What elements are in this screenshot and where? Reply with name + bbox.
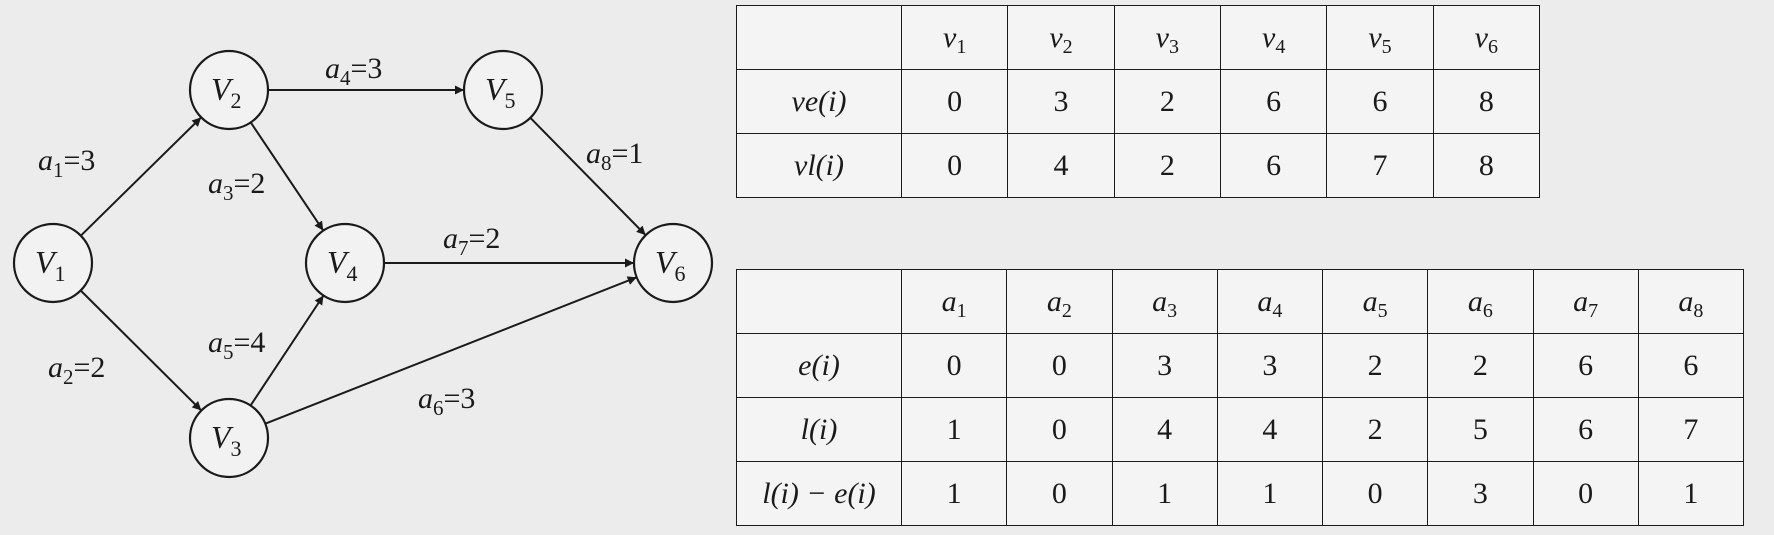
edge-label-a3: a3=2 [208,167,265,205]
activity-table-col-a4: a4 [1216,269,1324,334]
activity-table-col-a7: a7 [1532,269,1639,334]
edge-a3 [249,121,325,232]
activity-table-cell: 1 [1216,461,1324,526]
activity-table-cell: 1 [900,461,1008,526]
activity-table-cell: 6 [1532,397,1639,462]
activity-table-cell: 0 [1532,461,1639,526]
activity-table-row-label: l(i) − e(i) [736,461,902,526]
activity-table-cell: 3 [1111,333,1218,398]
vertex-table-cell: 0 [900,133,1009,198]
edge-label-a7: a7=2 [443,222,500,260]
corner-cell [736,5,902,70]
activity-table-cell: 5 [1427,397,1534,462]
vertex-table-cell: 4 [1007,133,1115,198]
vertex-label: V5 [485,71,516,113]
vertex-table-cell: 8 [1432,69,1541,134]
activity-table-cell: 0 [1006,461,1113,526]
edge-label-a8: a8=1 [586,137,643,175]
edge-label-a5: a5=4 [208,326,265,364]
vertex-table-row-label: vl(i) [736,133,902,198]
vertex-table-cell: 0 [900,69,1009,134]
vertex-table-col-v5: v5 [1326,5,1434,70]
vertex-table-cell: 6 [1219,133,1328,198]
vertex-label: V6 [655,244,686,286]
activity-table-cell: 2 [1321,397,1429,462]
vertex-table-col-v4: v4 [1219,5,1328,70]
vertex-table-cell: 8 [1432,133,1541,198]
vertex-label: V3 [211,419,242,461]
vertex-v3: V3 [188,397,270,479]
activity-table-cell: 0 [1321,461,1429,526]
activity-table-col-a8: a8 [1637,269,1745,334]
edge-label-a6: a6=3 [418,382,475,420]
activity-table-cell: 4 [1111,397,1218,462]
vertex-table-cell: 2 [1113,133,1221,198]
vertex-table-col-v1: v1 [900,5,1009,70]
activity-table-cell: 6 [1532,333,1639,398]
activity-table-cell: 0 [1006,333,1113,398]
edge-a5 [249,294,325,407]
activity-table-col-a3: a3 [1111,269,1218,334]
vertex-v4: V4 [304,222,386,304]
vertex-v1: V1 [12,222,94,304]
activity-table-cell: 2 [1427,333,1534,398]
activity-table-cell: 6 [1637,333,1745,398]
vertex-table-cell: 7 [1326,133,1434,198]
edge-a6 [264,276,638,425]
activity-table-cell: 4 [1216,397,1324,462]
vertex-table-cell: 3 [1007,69,1115,134]
vertex-v2: V2 [188,49,270,131]
activity-table-cell: 3 [1216,333,1324,398]
activity-table-col-a5: a5 [1321,269,1429,334]
vertex-label: V1 [35,244,66,286]
vertex-table-cell: 6 [1326,69,1434,134]
activity-table-col-a2: a2 [1006,269,1113,334]
vertex-v5: V5 [462,49,544,131]
vertex-v6: V6 [632,222,714,304]
vertex-table-row-label: ve(i) [736,69,902,134]
edge-a8 [529,117,647,236]
activity-table-cell: 1 [1637,461,1745,526]
vertex-label: V2 [211,71,242,113]
activity-table-cell: 1 [900,397,1008,462]
activity-table-cell: 1 [1111,461,1218,526]
activity-table-cell: 7 [1637,397,1745,462]
activity-table-cell: 2 [1321,333,1429,398]
vertex-label: V4 [327,244,358,286]
edge-label-a4: a4=3 [325,52,382,90]
vertex-table-col-v2: v2 [1007,5,1115,70]
corner-cell [736,269,902,334]
vertex-table-col-v3: v3 [1113,5,1221,70]
edge-label-a1: a1=3 [38,144,95,182]
edge-a2 [79,289,203,412]
activity-table-row-label: l(i) [736,397,902,462]
edge-label-a2: a2=2 [48,351,105,389]
vertex-table-cell: 6 [1219,69,1328,134]
activity-table-row-label: e(i) [736,333,902,398]
activity-table-col-a6: a6 [1427,269,1534,334]
activity-table-cell: 0 [1006,397,1113,462]
activity-table-cell: 0 [900,333,1008,398]
vertex-table-col-v6: v6 [1432,5,1541,70]
activity-table-col-a1: a1 [900,269,1008,334]
activity-table-cell: 3 [1427,461,1534,526]
vertex-table-cell: 2 [1113,69,1221,134]
edge-a1 [80,116,202,237]
